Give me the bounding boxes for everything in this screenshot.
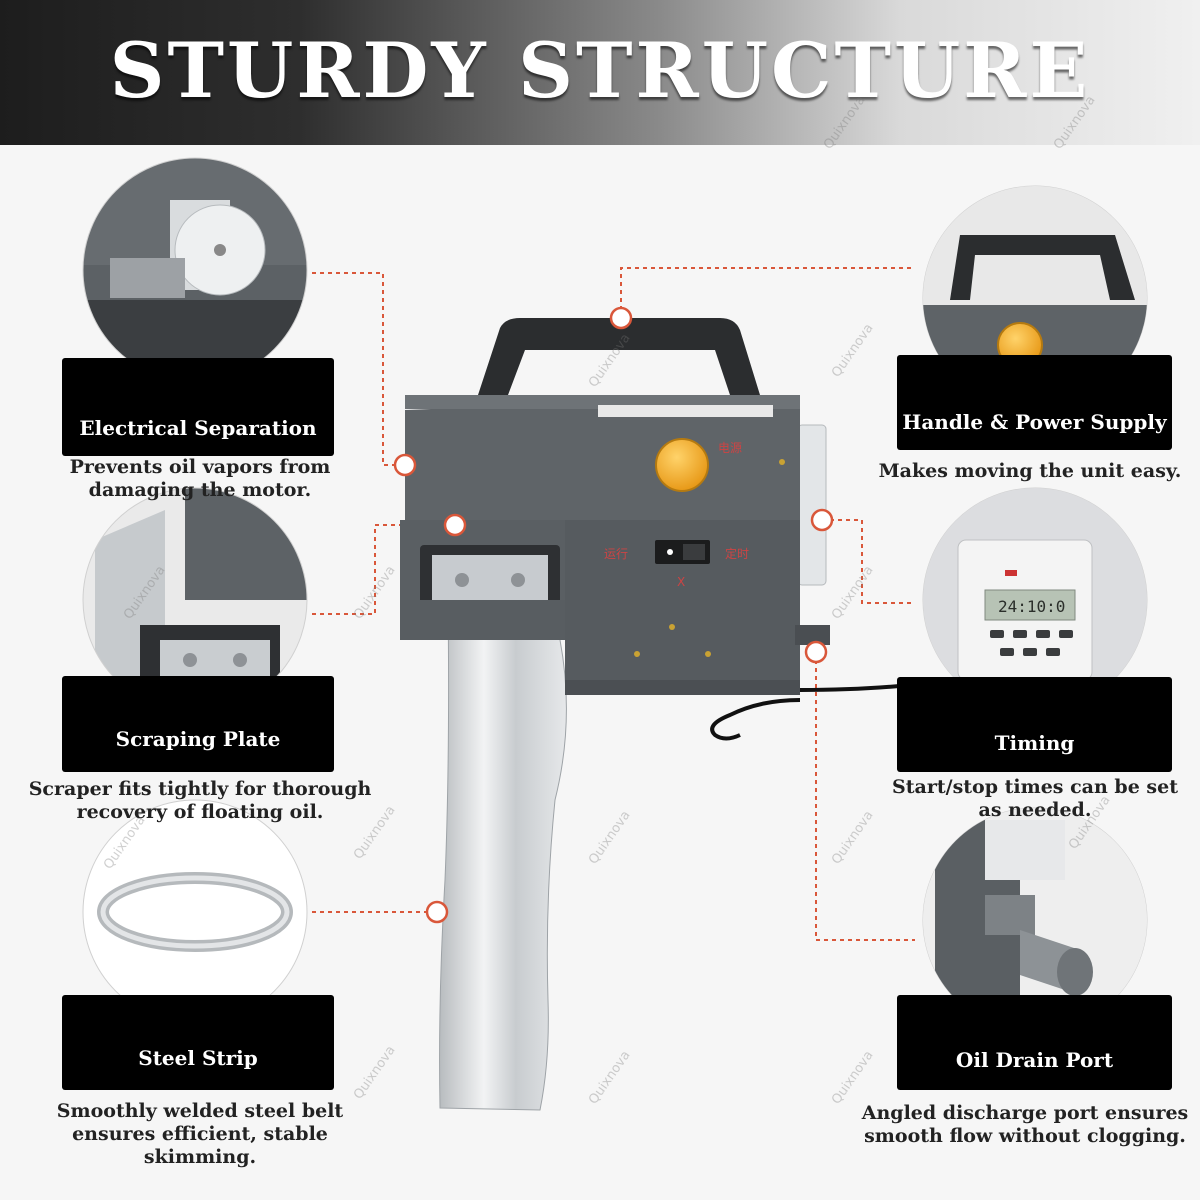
label-electrical-separation: Electrical Separation	[62, 358, 334, 456]
desc-electrical-separation: Prevents oil vapors from damaging the mo…	[69, 456, 331, 501]
handle	[478, 318, 760, 395]
lamp-label: 电源	[718, 441, 742, 455]
connector-timing	[822, 519, 915, 604]
connector-handle	[620, 267, 915, 318]
svg-text:运行: 运行	[604, 547, 628, 561]
svg-text:Quixnova: Quixnova	[829, 1048, 877, 1107]
svg-text:Quixnova: Quixnova	[1051, 93, 1099, 152]
svg-text:Quixnova: Quixnova	[586, 1048, 634, 1107]
drain-pipe	[795, 625, 830, 645]
power-lamp	[655, 438, 709, 492]
scraper-plate	[432, 555, 548, 605]
product-sticker	[598, 405, 773, 417]
steel-belt	[439, 599, 567, 1111]
detail-electrical	[83, 158, 307, 382]
label-oil-drain-port: Oil Drain Port	[897, 995, 1172, 1090]
detail-steel	[83, 800, 307, 1024]
label-handle-power-supply: Handle & Power Supply	[897, 355, 1172, 450]
skimmer-machine: 电源 运行 定时 X	[400, 318, 911, 1111]
timer-screen	[984, 589, 1076, 621]
header-banner: STURDY STRUCTURE	[0, 0, 1200, 145]
label-scraping-plate: Scraping Plate	[62, 676, 334, 772]
callout-markers	[393, 306, 834, 924]
svg-text:X: X	[677, 575, 685, 589]
page-title: STURDY STRUCTURE	[109, 26, 1091, 115]
side-cover	[797, 424, 827, 586]
connector-drain	[815, 652, 915, 941]
desc-timing: Start/stop times can be set as needed.	[892, 776, 1178, 821]
desc-scraping-plate: Scraper fits tightly for thorough recove…	[28, 778, 372, 823]
svg-text:定时: 定时	[725, 546, 749, 561]
svg-text:Quixnova: Quixnova	[586, 808, 634, 867]
desc-oil-drain-port: Angled discharge port ensures smooth flo…	[861, 1102, 1189, 1147]
timer-display: 24:10:0	[998, 597, 1065, 616]
label-steel-strip: Steel Strip	[62, 995, 334, 1090]
desc-steel-strip: Smoothly welded steel belt ensures effic…	[56, 1100, 344, 1168]
detail-timing: 24:10:0	[923, 488, 1147, 712]
label-timing: Timing	[897, 677, 1172, 772]
svg-text:Quixnova: Quixnova	[829, 563, 877, 622]
svg-text:Quixnova: Quixnova	[351, 1043, 399, 1102]
svg-text:Quixnova: Quixnova	[821, 93, 869, 152]
svg-text:Quixnova: Quixnova	[829, 321, 877, 380]
desc-handle-power-supply: Makes moving the unit easy.	[878, 460, 1182, 482]
